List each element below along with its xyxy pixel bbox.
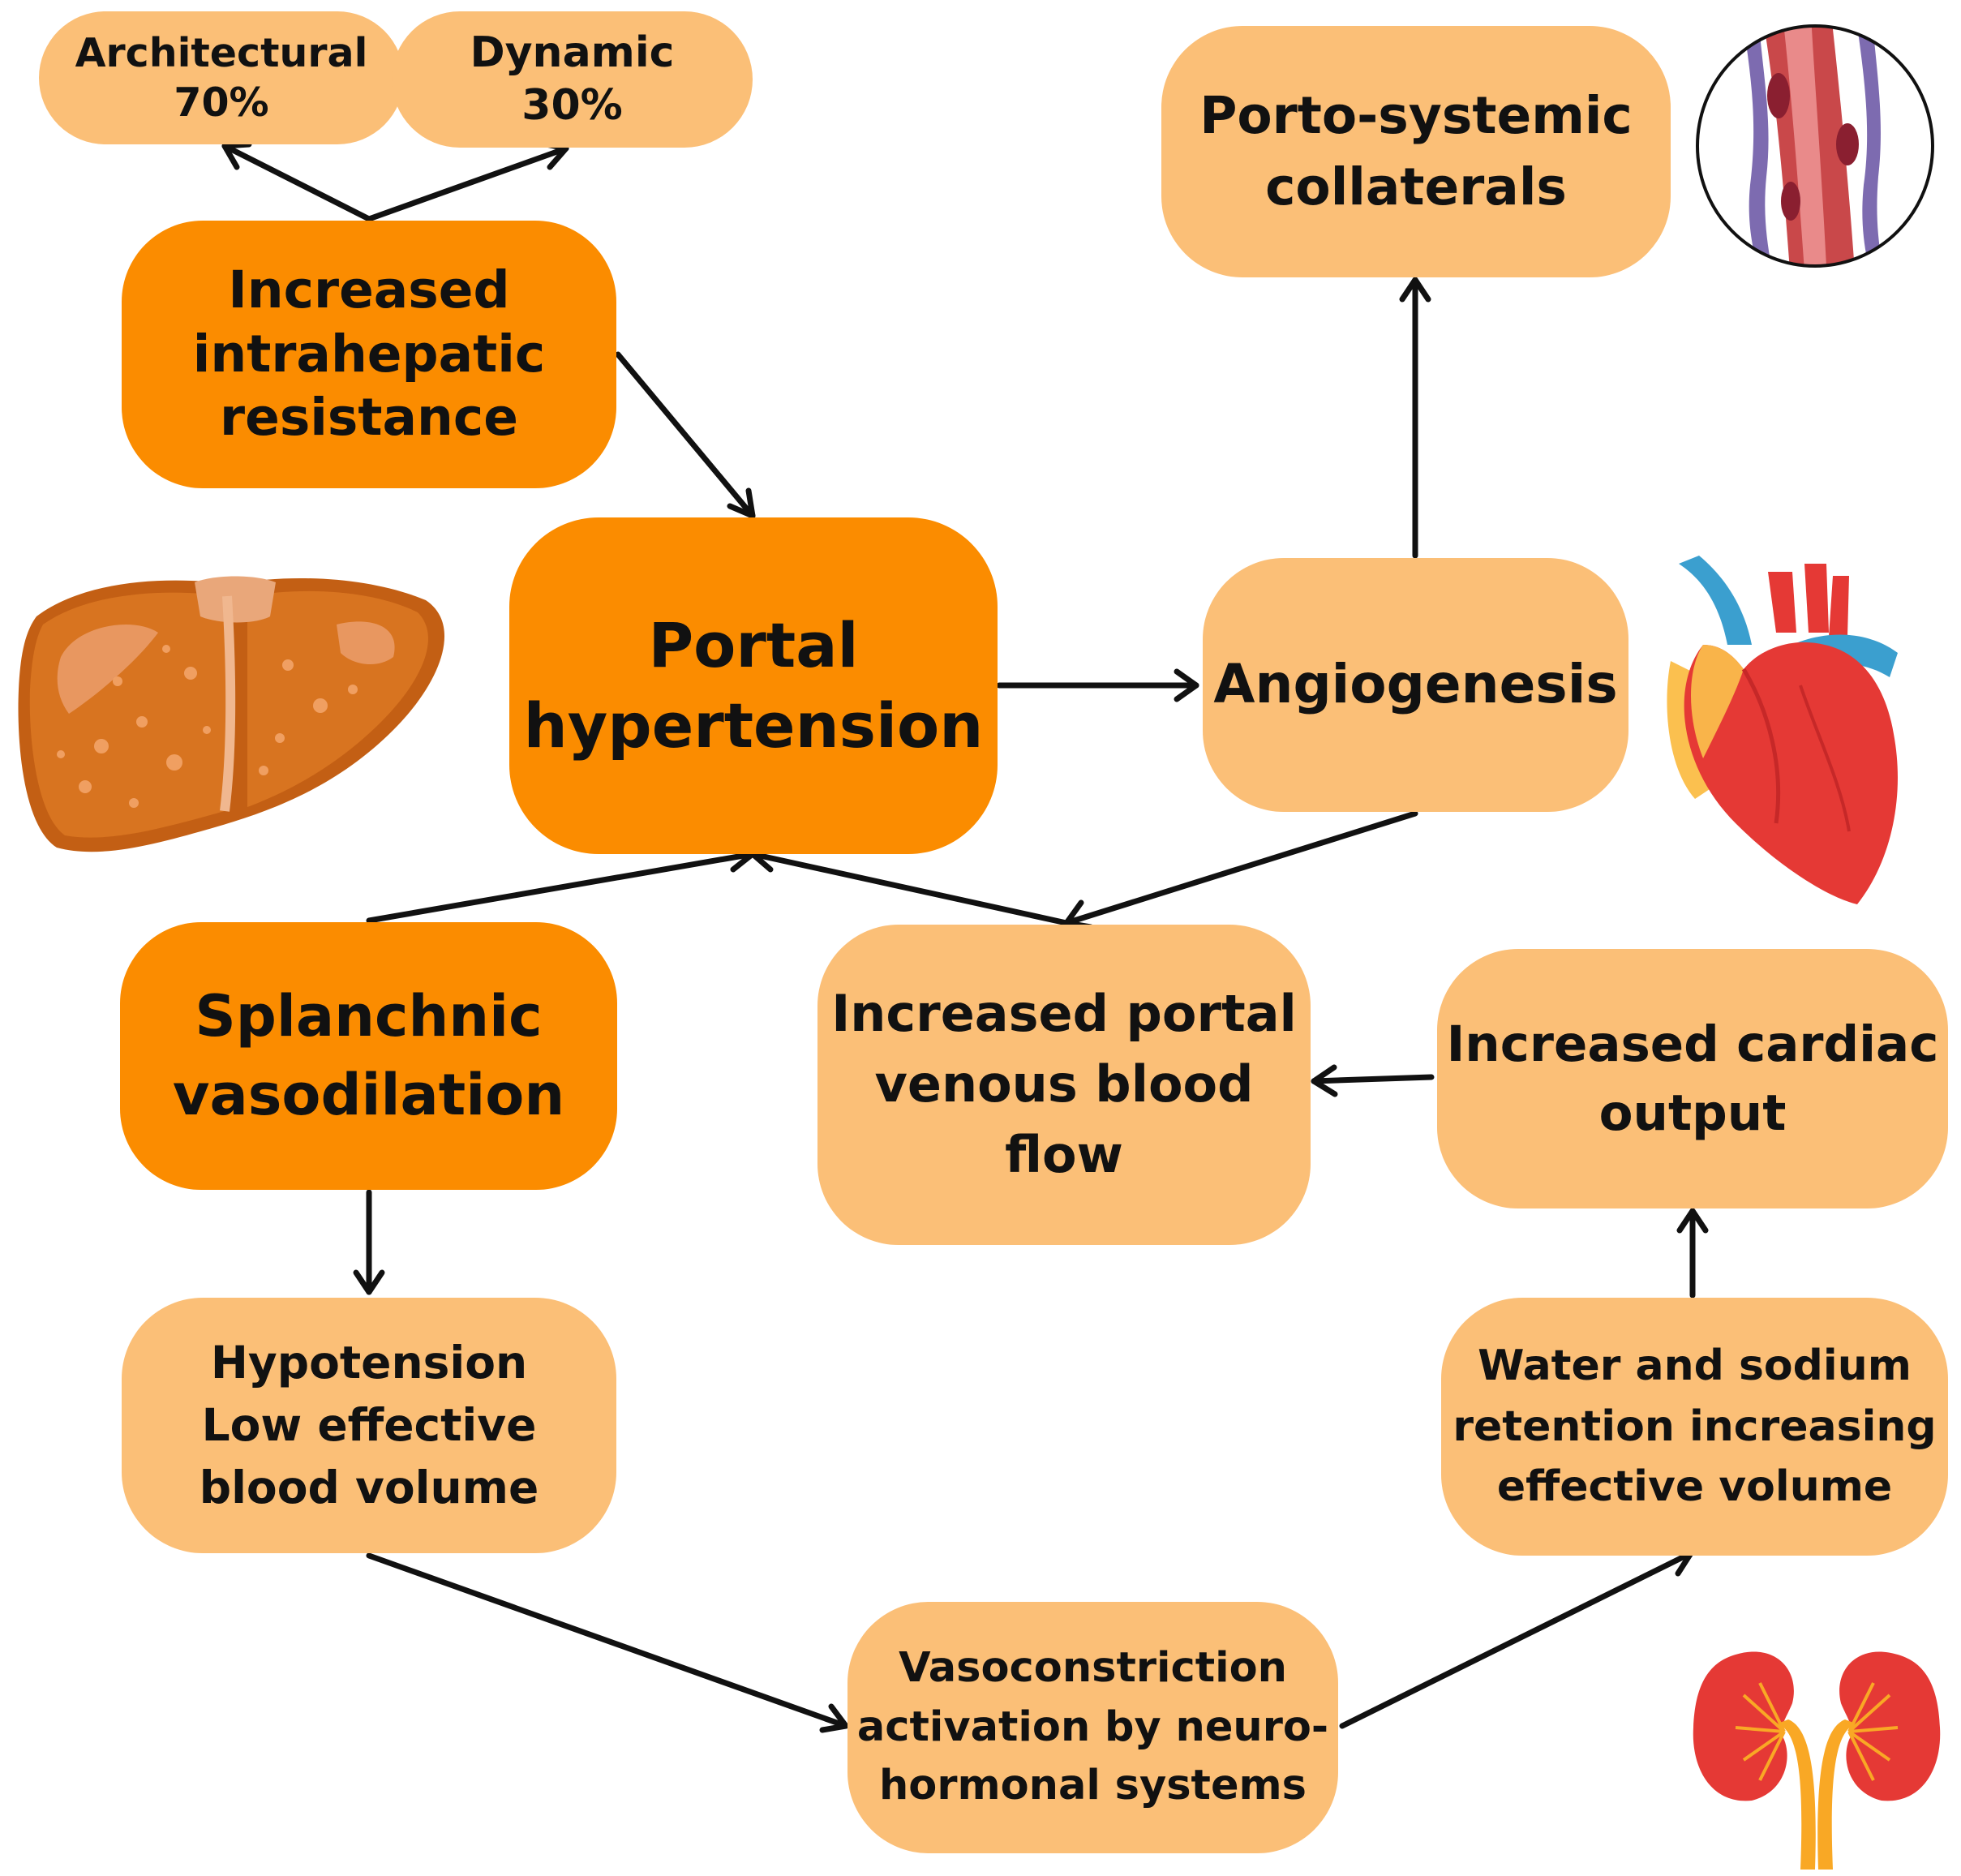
collaterals-line-2: collaterals [1265,157,1567,217]
arrow-portal-to-angiogenesis [996,668,1199,702]
arrow-cardiac-to-portal-flow [1311,1064,1435,1097]
portal-line-1: Portal [648,608,859,681]
intrahepatic-resistance-box: Increased intrahepatic resistance [122,221,616,488]
arrow-vasoconstriction-to-retention [1339,1548,1694,1729]
water-sodium-retention-box: Water and sodium retention increasing ef… [1441,1298,1948,1556]
blood-vessel-illustration [1696,24,1934,268]
arrow-angiogenesis-to-portal-flow [1063,810,1418,930]
vasoconstriction-line-1: Vasoconstriction [899,1643,1287,1692]
portal-flow-line-2: venous blood [874,1054,1254,1114]
arrow-angiogenesis-to-collaterals [1399,277,1431,559]
cardiac-line-2: output [1598,1084,1787,1142]
hypotension-line-1: Hypotension [210,1337,528,1389]
splanchnic-vasodilation-box: Splanchnic vasodilation [120,922,617,1190]
arrow-portal-flow-to-portal [749,841,1070,926]
vasoconstriction-line-3: hormonal systems [878,1762,1307,1810]
vasoconstriction-line-2: activation by neuro- [856,1702,1329,1751]
portal-hypertension-box: Portal hypertension [509,517,998,854]
angiogenesis-line-1: Angiogenesis [1213,653,1618,716]
heart-illustration [1667,556,1898,904]
retention-line-3: effective volume [1496,1462,1893,1512]
dynamic-line-2: 30% [521,81,623,130]
dynamic-box: Dynamic 30% [392,11,753,148]
cardiac-line-1: Increased cardiac [1446,1015,1939,1073]
liver-illustration [18,576,445,852]
dynamic-line-1: Dynamic [470,28,675,77]
intrahepatic-line-2: intrahepatic [192,324,546,384]
hypotension-line-2: Low effective [201,1399,537,1451]
arrow-retention-to-cardiac [1676,1208,1709,1299]
splanchnic-line-1: Splanchnic [195,983,543,1050]
increased-cardiac-output-box: Increased cardiac output [1437,949,1948,1208]
kidneys-illustration [1693,1651,1941,1870]
portal-flow-line-1: Increased portal [831,984,1297,1044]
retention-line-1: Water and sodium [1478,1342,1912,1391]
porto-systemic-collaterals-box: Porto-systemic collaterals [1161,26,1671,277]
collaterals-line-1: Porto-systemic [1199,85,1633,145]
vasoconstriction-box: Vasoconstriction activation by neuro- ho… [847,1602,1338,1853]
arrow-intrahepatic-to-dynamic [366,140,569,222]
splanchnic-line-2: vasodilation [172,1062,565,1128]
architectural-box: Architectural 70% [39,11,404,144]
portal-flow-line-3: flow [1005,1124,1123,1184]
retention-line-2: retention increasing [1453,1402,1937,1451]
hypotension-line-3: blood volume [199,1462,539,1513]
angiogenesis-box: Angiogenesis [1203,558,1628,812]
portal-line-2: hypertension [523,689,984,762]
arrow-hypotension-to-vasoconstriction [366,1552,849,1733]
arrow-intrahepatic-to-architectural [221,141,372,222]
intrahepatic-line-3: resistance [220,388,518,448]
architectural-line-1: Architectural [75,29,368,76]
architectural-line-2: 70% [174,79,269,126]
arrow-splanchnic-to-hypotension [353,1189,385,1295]
arrow-intrahepatic-to-portal [615,351,756,519]
hypotension-box: Hypotension Low effective blood volume [122,1298,616,1553]
increased-portal-flow-box: Increased portal venous blood flow [817,925,1311,1245]
intrahepatic-line-1: Increased [228,260,510,320]
